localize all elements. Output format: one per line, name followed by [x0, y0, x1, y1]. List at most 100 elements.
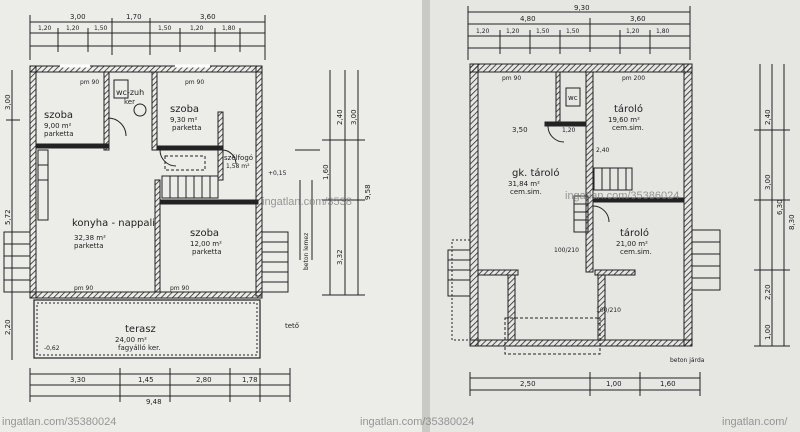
annotation: +0,15: [268, 170, 287, 177]
left-bottom-dimensions: [29, 368, 291, 402]
dim-label: 2,50: [520, 380, 536, 388]
dim-label: 3,00: [70, 13, 86, 21]
dim-label: 2,20: [4, 319, 12, 335]
annotation: pm 90: [74, 285, 93, 292]
annotation: beton járda: [670, 357, 705, 364]
dim-label: 1,20: [66, 25, 80, 32]
room-area: 24,00 m²: [115, 336, 147, 344]
dim-label: 2,40: [764, 109, 772, 125]
annotation: pm 90: [170, 285, 189, 292]
watermark: ingatlan.com/3538: [262, 196, 352, 208]
dim-label: 1,20: [476, 28, 490, 35]
dim-label: 8,30: [788, 214, 796, 230]
room-name: gk. tároló: [512, 167, 559, 179]
annotation: pm 90: [185, 79, 204, 86]
annotation: 100/210: [554, 247, 579, 254]
sheet-divider: [422, 0, 430, 432]
room-floor: parketta: [44, 130, 74, 138]
left-plan: [3, 15, 365, 402]
annotation: pm 90: [80, 79, 99, 86]
left-right-dimensions: [295, 70, 365, 296]
dim-label: 1,78: [242, 376, 258, 384]
dim-label: 1,50: [94, 25, 108, 32]
room-floor: parketta: [172, 124, 202, 132]
right-bottom-dimensions: [469, 372, 701, 396]
room-floor: fagyálló ker.: [118, 344, 161, 352]
dim-label: 3,60: [630, 15, 646, 23]
dim-label: 3,60: [200, 13, 216, 21]
dim-label: 3,00: [350, 109, 358, 125]
dim-label: 2,20: [764, 284, 772, 300]
right-stair: [573, 167, 633, 233]
watermark: ingatlan.com/35380024: [2, 416, 117, 428]
room-area: 19,60 m²: [608, 116, 640, 124]
annotation: 1,20: [562, 127, 576, 134]
dim-label: 1,60: [660, 380, 676, 388]
right-side-stair-right: [691, 229, 721, 291]
room-area: 9,30 m²: [170, 116, 198, 124]
annotation: pm 200: [622, 75, 645, 82]
room-area: 21,00 m²: [616, 240, 648, 248]
right-top-dimensions: [467, 6, 691, 60]
watermark: ingatlan.com/35380024: [360, 416, 475, 428]
right-right-dimensions: [754, 64, 790, 347]
room-name: wc: [568, 94, 578, 102]
annotation: 3,50: [512, 126, 528, 134]
dim-label: 4,80: [520, 15, 536, 23]
watermark: ingatlan.com/35386024: [565, 190, 680, 202]
left-top-dimensions: [29, 15, 266, 60]
dim-label: 3,00: [4, 94, 12, 110]
dim-label: 1,20: [38, 25, 52, 32]
room-name: szoba: [190, 228, 219, 239]
room-area: 1,58 m²: [226, 163, 250, 170]
watermark: ingatlan.com/: [722, 416, 788, 428]
dim-label: 2,40: [336, 109, 344, 125]
dim-label: 1,50: [158, 25, 172, 32]
dim-label: 6,30: [776, 199, 784, 215]
dim-label: 2,80: [196, 376, 212, 384]
dim-label: 5,72: [4, 209, 12, 225]
room-name: wc-zuh: [116, 88, 144, 97]
dim-label: 1,00: [606, 380, 622, 388]
room-area: 9,00 m²: [44, 122, 72, 130]
dim-label: 3,30: [70, 376, 86, 384]
annotation: 2,40: [596, 147, 610, 154]
room-floor: parketta: [74, 242, 104, 250]
left-stair: [161, 175, 219, 199]
dim-label: 1,20: [506, 28, 520, 35]
annotation: -0,62: [44, 345, 60, 352]
left-left-dimensions: [6, 70, 20, 360]
room-name: konyha - nappali: [72, 218, 155, 229]
room-name: tároló: [614, 103, 643, 115]
dim-label: 1,50: [536, 28, 550, 35]
room-area: 12,00 m²: [190, 240, 222, 248]
annotation: pm 90: [502, 75, 521, 82]
dim-label: 1,00: [764, 324, 772, 340]
room-name: tároló: [620, 227, 649, 239]
room-area: 31,84 m²: [508, 180, 540, 188]
room-area: 32,38 m²: [74, 234, 106, 242]
dim-label: 1,60: [322, 164, 330, 180]
dim-label: 9,48: [146, 398, 162, 406]
dim-label: 3,00: [764, 174, 772, 190]
right-plan-labels: wc tároló 19,60 m² cem.sim. gk. tároló 3…: [476, 4, 796, 388]
dim-label: 9,30: [574, 4, 590, 12]
right-plan: [447, 6, 790, 396]
right-side-stair-left: [447, 249, 471, 297]
left-plan-labels: szoba 9,00 m² parketta wc-zuh ker szoba …: [4, 13, 372, 406]
dim-label: 3,32: [336, 249, 344, 265]
room-floor: cem.sim.: [620, 248, 652, 256]
room-name: szélfogó: [224, 154, 253, 162]
annotation: 100/210: [596, 307, 621, 314]
dim-label: 1,50: [566, 28, 580, 35]
dim-label: 1,70: [126, 13, 142, 21]
dim-label: 1,80: [656, 28, 670, 35]
left-side-stair: [261, 231, 289, 293]
annotation: tető: [285, 321, 299, 330]
room-name: terasz: [125, 324, 156, 335]
room-floor: cem.sim.: [510, 188, 542, 196]
room-floor: ker: [124, 98, 135, 106]
dim-label: 9,58: [364, 184, 372, 200]
dim-label: 1,20: [626, 28, 640, 35]
